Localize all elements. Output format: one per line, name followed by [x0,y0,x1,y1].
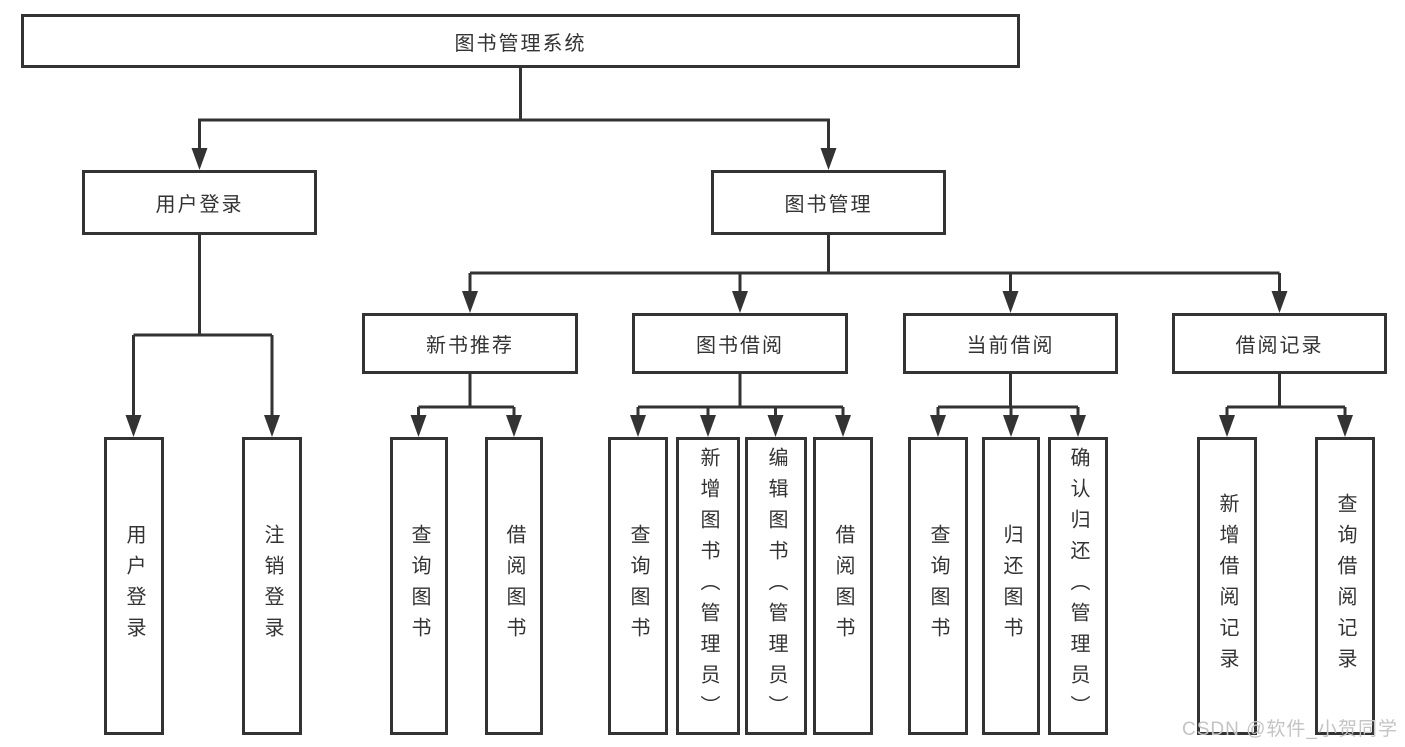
leaf-borrow-books-2: 借阅图书 [813,437,873,735]
leaf-edit-book-admin: 编辑图书（管理员） [745,437,807,735]
leaf-add-borrow-record: 新增借阅记录 [1197,437,1257,735]
leaf-borrow-books-1: 借阅图书 [485,437,543,735]
leaf-label: 借阅图书 [503,524,525,648]
leaf-query-books-1: 查询图书 [390,437,448,735]
leaf-label: 编辑图书（管理员） [765,446,787,726]
watermark-text: CSDN @软件_小贺同学 [1182,719,1398,740]
node-new-book-recommend: 新书推荐 [362,313,578,374]
leaf-logout: 注销登录 [242,437,302,735]
leaf-query-borrow-record: 查询借阅记录 [1315,437,1375,735]
leaf-add-book-admin: 新增图书（管理员） [676,437,740,735]
leaf-label: 归还图书 [1000,524,1022,648]
leaf-label: 查询图书 [627,524,649,648]
leaf-confirm-return-admin: 确认归还（管理员） [1048,437,1108,735]
leaf-user-login: 用户登录 [104,437,164,735]
node-root-system: 图书管理系统 [21,14,1020,68]
leaf-return-books: 归还图书 [982,437,1040,735]
node-current-borrow: 当前借阅 [903,313,1118,374]
leaf-label: 确认归还（管理员） [1067,446,1089,726]
leaf-label: 新增图书（管理员） [697,446,719,726]
leaf-label: 注销登录 [261,524,283,648]
node-user-login: 用户登录 [82,170,317,235]
leaf-label: 查询图书 [408,524,430,648]
node-borrow-records: 借阅记录 [1172,313,1387,374]
leaf-label: 查询借阅记录 [1334,493,1356,679]
leaf-label: 借阅图书 [832,524,854,648]
node-book-management: 图书管理 [711,170,946,235]
leaf-label: 用户登录 [123,524,145,648]
leaf-label: 新增借阅记录 [1216,493,1238,679]
node-book-borrow: 图书借阅 [632,313,848,374]
leaf-label: 查询图书 [927,524,949,648]
leaf-query-books-3: 查询图书 [908,437,968,735]
leaf-query-books-2: 查询图书 [608,437,668,735]
